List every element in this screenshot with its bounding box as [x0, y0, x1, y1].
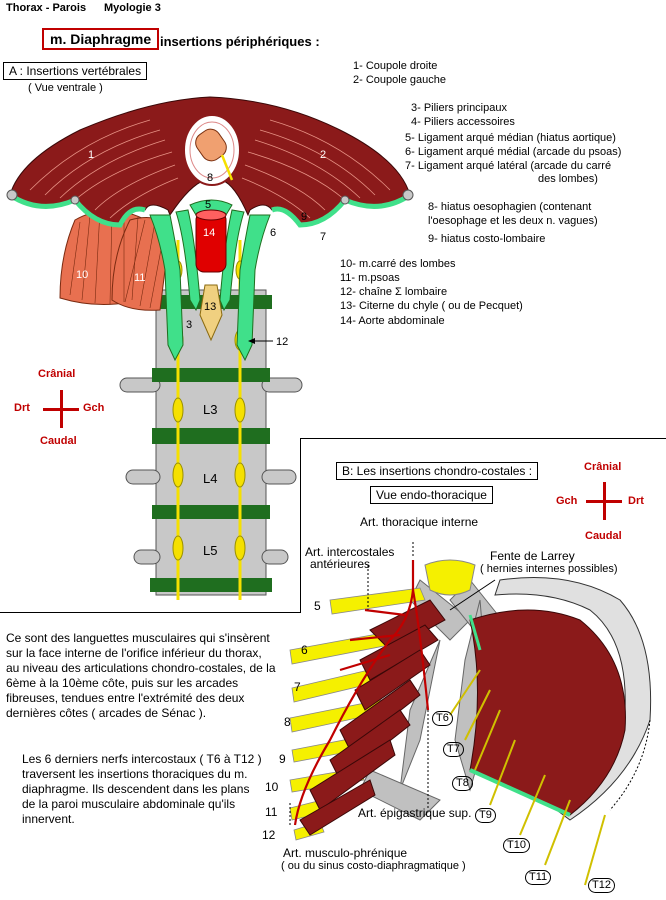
sternum-icon — [424, 559, 476, 596]
label-art-intercostales-2: antérieures — [310, 557, 371, 571]
intercostal-nerves — [449, 669, 606, 886]
label-10: 10 — [76, 269, 88, 281]
legend-item-12: 12- chaîne Σ lombaire — [340, 286, 448, 298]
header-right: Myologie 3 — [104, 2, 161, 14]
orient-a-top: Crânial — [38, 368, 76, 380]
diaphragm-slips-right — [299, 599, 446, 836]
description-insertions: Ce sont des languettes musculaires qui s… — [6, 631, 276, 720]
header-left: Thorax - Parois — [6, 2, 87, 14]
label-8: 8 — [207, 172, 213, 184]
legend-item-14: 14- Aorte abdominale — [340, 315, 445, 327]
label-L4: L4 — [203, 471, 217, 486]
oesophageal-hiatus-icon — [183, 114, 241, 186]
label-art-intercostales-1: Art. intercostales — [305, 545, 395, 559]
label-1: 1 — [88, 149, 94, 161]
label-3: 3 — [186, 319, 192, 331]
label-L3: L3 — [203, 402, 217, 417]
divider-bottom-a — [0, 612, 300, 613]
orient-b-left: Gch — [556, 495, 578, 507]
label-5: 5 — [205, 199, 211, 211]
cross-b-vertical-icon — [603, 482, 606, 520]
rib-number-12: 12 — [262, 828, 276, 842]
title-subtitle: insertions périphériques : — [160, 34, 320, 49]
rib-number-10: 10 — [265, 780, 279, 794]
nerve-label-T8: T8 — [452, 776, 473, 791]
legend-item-2: 2- Coupole gauche — [353, 74, 446, 86]
nerve-label-T12: T12 — [588, 878, 615, 893]
psoas-quadratus-muscles — [59, 209, 171, 311]
label-art-epigastrique: Art. épigastrique sup. — [358, 806, 472, 820]
nerve-label-T10: T10 — [503, 838, 530, 853]
orient-a-left: Drt — [14, 402, 30, 414]
legend-item-8: 8- hiatus oesophagien (contenant — [428, 201, 592, 213]
label-11: 11 — [134, 272, 145, 284]
legend-item-9: 9- hiatus costo-lombaire — [428, 233, 546, 245]
legend-item-11: 11- m.psoas — [340, 272, 400, 284]
section-a-label: A : Insertions vertébrales — [3, 62, 148, 80]
label-13: 13 — [204, 301, 216, 313]
internal-thoracic-artery-icon — [293, 560, 430, 826]
rib-number-8: 8 — [284, 715, 291, 729]
rib-number-9: 9 — [279, 752, 286, 766]
orient-b-right: Drt — [628, 495, 644, 507]
legend-item-3: 3- Piliers principaux — [411, 102, 507, 114]
label-6: 6 — [270, 227, 276, 239]
orient-b-bottom: Caudal — [585, 530, 622, 542]
nerve-label-T7: T7 — [443, 742, 464, 757]
title-muscle: m. Diaphragme — [42, 28, 160, 50]
orient-a-bottom: Caudal — [40, 435, 77, 447]
legend-item-6: 6- Ligament arqué médial (arcade du psoa… — [405, 146, 622, 158]
figure-b-chondrocostal-insertions — [289, 540, 652, 886]
label-art-musculo: Art. musculo-phrénique — [283, 846, 408, 860]
label-7: 7 — [320, 231, 326, 243]
diaphragm-muscle-left — [468, 609, 626, 817]
legend-item-7b: des lombes) — [538, 173, 598, 185]
rib-number-7: 7 — [294, 680, 301, 694]
figure-a-vertebral-insertions: 1 2 8 5 14 6 9 7 10 11 13 3 12 L3 L4 L5 — [6, 96, 414, 600]
label-14: 14 — [203, 227, 215, 239]
label-12: 12 — [276, 336, 288, 348]
rib-number-11: 11 — [265, 805, 278, 819]
section-b-label: B: Les insertions chondro-costales : — [336, 462, 539, 480]
cross-vertical-icon — [60, 390, 63, 428]
legend-item-8b: l'oesophage et les deux n. vagues) — [428, 215, 598, 227]
rib-number-6: 6 — [301, 643, 308, 657]
legend-item-1: 1- Coupole droite — [353, 60, 438, 72]
description-nerves: Les 6 derniers nerfs intercostaux ( T6 à… — [22, 752, 262, 826]
label-9: 9 — [301, 211, 307, 223]
section-b-view: Vue endo-thoracique — [370, 486, 493, 504]
divider-vertical — [300, 438, 301, 613]
legend-item-7: 7- Ligament arqué latéral (arcade du car… — [405, 160, 612, 172]
abdominal-aorta-icon — [195, 209, 227, 342]
label-art-musculo-2: ( ou du sinus costo-diaphragmatique ) — [281, 860, 466, 872]
divider-top-b — [300, 438, 666, 439]
label-2: 2 — [320, 149, 326, 161]
legend-item-5: 5- Ligament arqué médian (hiatus aortiqu… — [405, 132, 616, 144]
nerve-label-T6: T6 — [432, 711, 453, 726]
label-L5: L5 — [203, 543, 217, 558]
section-a-view: ( Vue ventrale ) — [28, 82, 103, 94]
legend-item-10: 10- m.carré des lombes — [340, 258, 456, 270]
nerve-label-T9: T9 — [475, 808, 496, 823]
orient-b-top: Crânial — [584, 461, 622, 473]
label-fente-hernies: ( hernies internes possibles) — [480, 563, 618, 575]
orient-a-right: Gch — [83, 402, 105, 414]
label-fente-larrey: Fente de Larrey — [490, 549, 575, 563]
rib-number-5: 5 — [314, 599, 321, 613]
legend-item-4: 4- Piliers accessoires — [411, 116, 515, 128]
legend-item-13: 13- Citerne du chyle ( ou de Pecquet) — [340, 300, 523, 312]
label-art-thoracique: Art. thoracique interne — [360, 515, 479, 529]
nerve-label-T11: T11 — [525, 870, 552, 885]
